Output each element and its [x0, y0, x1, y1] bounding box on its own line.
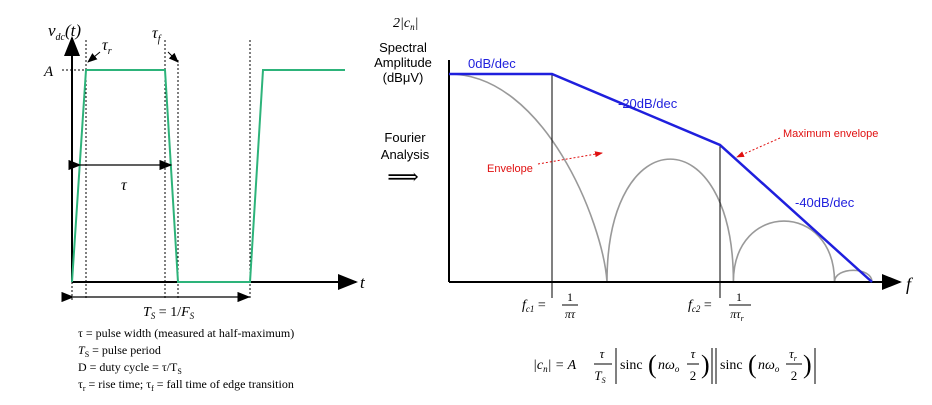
svg-text:(: (: [748, 350, 757, 379]
svg-text:1: 1: [736, 290, 742, 304]
max-envelope-pointer: [736, 137, 781, 158]
max-envelope-annotation: Maximum envelope: [783, 128, 878, 140]
period-label: TS = 1/FS: [143, 305, 195, 321]
envelope-annotation: Envelope: [487, 163, 533, 175]
left-y-axis-label: vdc(t): [48, 21, 81, 43]
spectral-amplitude-title-2: Amplitude: [374, 55, 432, 70]
svg-text:nωo: nωo: [658, 358, 680, 374]
amplitude-label: A: [43, 64, 54, 80]
svg-text:): ): [701, 350, 710, 379]
spectrum-lobe-path: [448, 73, 873, 283]
time-guides: [62, 40, 251, 300]
legend-line-3: D = duty cycle = τ/TS: [78, 360, 182, 376]
left-x-axis-label: t: [360, 273, 366, 292]
svg-text:fc2 =: fc2 =: [688, 298, 712, 314]
svg-text:τ: τ: [600, 346, 606, 361]
time-domain-plot: vdc(t) A τr τf τ t TS = 1/FS: [43, 21, 366, 321]
spectral-amplitude-title-1: Spectral: [379, 40, 427, 55]
envelope-pointer: [537, 151, 603, 165]
spectral-envelope: [449, 72, 873, 283]
svg-text:(: (: [648, 350, 657, 379]
svg-text:2: 2: [690, 368, 697, 383]
rise-time-label: τr: [102, 37, 112, 57]
svg-text:τ: τ: [691, 346, 697, 361]
pulse-waveform: [71, 69, 345, 283]
svg-text:πτ: πτ: [565, 307, 576, 321]
svg-text:TS: TS: [594, 368, 605, 385]
slope-40db-label: -40dB/dec: [795, 195, 855, 210]
svg-text:): ): [803, 350, 812, 379]
implies-arrow-icon: ⟹: [387, 164, 419, 189]
fc1-label: fc1 = 1 πτ: [522, 290, 578, 321]
fall-time-label: τf: [152, 25, 162, 45]
fourier-label-2: Analysis: [381, 147, 430, 162]
legend-line-2: TS = pulse period: [78, 343, 161, 359]
fall-time-pointer: [167, 51, 179, 63]
coefficient-formula: |cn| = A τ TS sinc ( nωo τ 2 ) sinc ( nω…: [533, 346, 816, 385]
rise-time-pointer: [87, 51, 101, 63]
slope-20db-label: -20dB/dec: [618, 96, 678, 111]
legend-line-4: τr = rise time; τf = fall time of edge t…: [78, 377, 294, 393]
spectrum-lobes: [448, 73, 873, 283]
svg-text:sinc: sinc: [720, 358, 743, 373]
spectral-amplitude-formula: 2|cn|: [393, 16, 418, 32]
pulse-width-label: τ: [121, 177, 128, 194]
fourier-transition: Fourier Analysis ⟹: [381, 130, 430, 189]
legend-line-1: τ = pulse width (measured at half-maximu…: [78, 326, 294, 340]
svg-text:fc1 =: fc1 =: [522, 298, 546, 314]
svg-text:sinc: sinc: [620, 358, 643, 373]
svg-text:nωo: nωo: [758, 358, 780, 374]
formula-lhs: |cn| = A: [533, 358, 577, 374]
svg-text:1: 1: [567, 290, 573, 304]
spectral-amplitude-title-3: (dBμV): [383, 70, 424, 85]
right-x-axis-label: f: [906, 274, 914, 294]
definitions-legend: τ = pulse width (measured at half-maximu…: [78, 326, 294, 393]
fourier-label-1: Fourier: [384, 130, 426, 145]
svg-text:πτr: πτr: [730, 307, 744, 323]
svg-text:2: 2: [791, 368, 798, 383]
slope-0db-label: 0dB/dec: [468, 56, 516, 71]
spectrum-plot: 2|cn| Spectral Amplitude (dBμV) 0dB/dec …: [374, 16, 914, 323]
svg-text:τr: τr: [789, 346, 798, 363]
fc2-label: fc2 = 1 πτr: [688, 290, 751, 323]
